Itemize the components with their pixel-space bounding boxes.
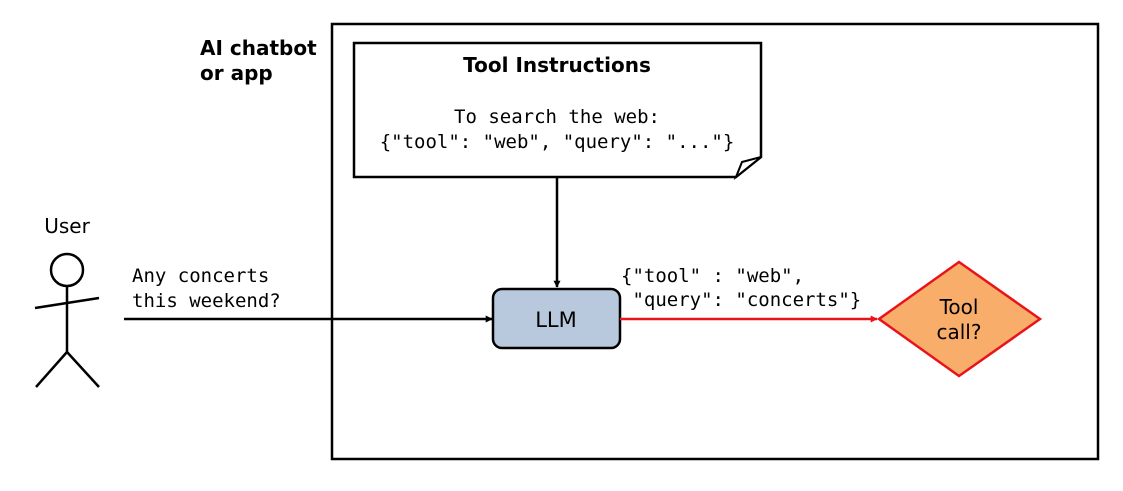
user-label: User [44,214,90,238]
tool-call-decision: Tool call? [876,260,1043,378]
app-container-label-line1: AI chatbot [200,36,317,60]
tool-call-output-line1: {"tool" : "web", [621,265,804,287]
decision-diamond [876,260,1043,378]
user-message-line2: this weekend? [132,290,281,312]
user-stick-figure-icon [34,252,100,388]
decision-label-line2: call? [937,320,982,344]
tool-call-output-line2: "query": "concerts"} [621,289,861,311]
app-container-box [330,22,1100,461]
tool-instructions-title: Tool Instructions [463,53,651,77]
tool-instructions-line2: {"tool": "web", "query": "..."} [380,131,735,153]
decision-label-line1: Tool [939,295,979,319]
note-fold-icon [733,156,762,181]
tool-instructions-line1: To search the web: [454,106,660,128]
tool-instructions-note: Tool Instructions To search the web: {"t… [352,41,763,181]
user-message-line1: Any concerts [132,265,269,287]
app-container-label-line2: or app [200,61,273,85]
llm-label: LLM [535,308,577,332]
llm-node: LLM [491,287,622,350]
